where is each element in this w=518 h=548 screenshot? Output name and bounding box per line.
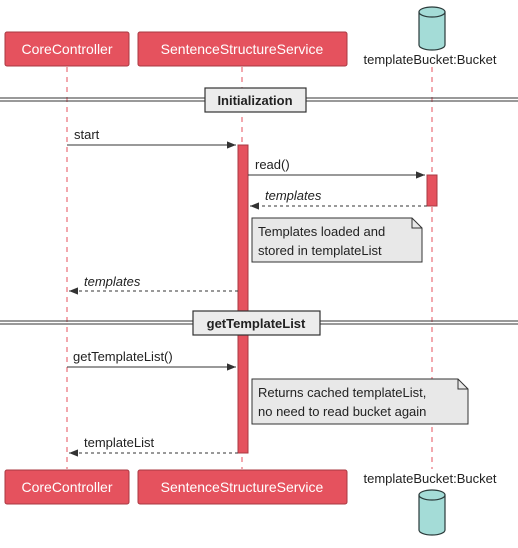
message-label: start xyxy=(74,127,100,142)
note-line: Returns cached templateList, xyxy=(258,385,426,400)
participant-template-bucket-top: templateBucket:Bucket xyxy=(364,6,497,67)
note-line: no need to read bucket again xyxy=(258,404,426,419)
participant-label: CoreController xyxy=(21,479,112,495)
database-icon xyxy=(418,489,446,536)
participant-core-controller-bottom: CoreController xyxy=(4,469,130,505)
database-icon xyxy=(418,6,446,51)
participant-template-bucket-bottom: templateBucket:Bucket xyxy=(364,471,497,536)
divider-label: Initialization xyxy=(217,93,292,108)
activation-bar-service xyxy=(237,144,249,454)
divider-label: getTemplateList xyxy=(207,316,306,331)
note-returns-cached: Returns cached templateList, no need to … xyxy=(251,378,469,425)
message-template-list-return: templateList xyxy=(69,435,238,457)
message-start: start xyxy=(67,127,236,149)
note-line: Templates loaded and xyxy=(258,224,385,239)
participant-label: templateBucket:Bucket xyxy=(364,471,497,486)
message-templates-return-2: templates xyxy=(69,274,238,295)
message-read: read() xyxy=(248,157,425,179)
message-label: read() xyxy=(255,157,290,172)
message-templates-return-1: templates xyxy=(250,188,427,210)
message-label: templates xyxy=(265,188,322,203)
message-label: templates xyxy=(84,274,141,289)
participant-core-controller-top: CoreController xyxy=(4,31,130,67)
message-label: templateList xyxy=(84,435,154,450)
participant-label: CoreController xyxy=(21,41,112,57)
divider-get-template-list: getTemplateList xyxy=(0,310,518,336)
note-line: stored in templateList xyxy=(258,243,382,258)
participant-label: templateBucket:Bucket xyxy=(364,52,497,67)
divider-initialization: Initialization xyxy=(0,87,518,113)
participant-sentence-service-top: SentenceStructureService xyxy=(137,31,348,67)
participant-label: SentenceStructureService xyxy=(161,479,324,495)
message-get-template-list: getTemplateList() xyxy=(67,349,236,371)
participant-sentence-service-bottom: SentenceStructureService xyxy=(137,469,348,505)
activation-bar-bucket xyxy=(426,174,438,207)
message-label: getTemplateList() xyxy=(73,349,173,364)
participant-label: SentenceStructureService xyxy=(161,41,324,57)
note-templates-loaded: Templates loaded and stored in templateL… xyxy=(251,217,423,263)
